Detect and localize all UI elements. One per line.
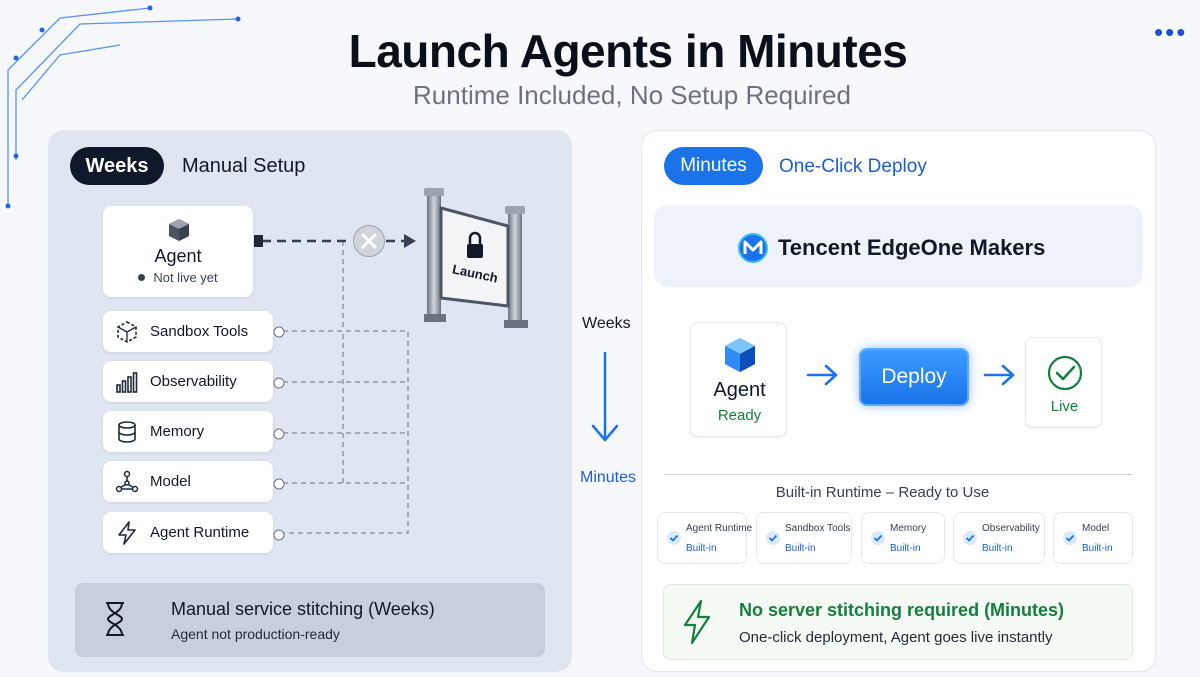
check-icon	[667, 531, 681, 545]
blocked-icon	[353, 225, 385, 257]
lightning-icon	[683, 599, 711, 645]
minutes-badge: Minutes	[664, 147, 763, 185]
status-dot-icon	[138, 274, 146, 281]
builtin-chip-sandbox-tools: Sandbox Tools Built-in	[756, 512, 852, 564]
chip-name: Model	[1082, 523, 1110, 534]
chip-status: Built-in	[785, 543, 816, 554]
manual-summary-text: Agent not production-ready	[171, 626, 340, 642]
bar-chart-icon	[116, 372, 138, 393]
weeks-label: Weeks	[582, 315, 631, 332]
chip-status: Built-in	[890, 543, 921, 554]
chip-status: Built-in	[686, 543, 717, 554]
builtin-runtime-title: Built-in Runtime – Ready to Use	[775, 484, 990, 501]
tool-observability: Observability	[103, 361, 273, 402]
circuit-decoration	[5, 5, 241, 209]
tool-label: Agent Runtime	[150, 524, 250, 541]
section-divider	[664, 474, 1133, 475]
check-icon	[871, 531, 885, 545]
network-icon	[115, 470, 139, 493]
check-icon	[963, 531, 977, 545]
check-icon	[1063, 531, 1077, 545]
chip-status: Built-in	[1082, 543, 1113, 554]
agent-card-ready: Agent Ready	[690, 322, 787, 437]
minutes-label: Minutes	[580, 469, 637, 486]
database-icon	[118, 421, 136, 443]
more-options-icon[interactable]: •••	[1154, 17, 1188, 47]
tool-label: Sandbox Tools	[150, 323, 249, 340]
agent-card-not-live: Agent Not live yet	[103, 206, 253, 297]
chip-name: Agent Runtime	[686, 523, 753, 534]
page-subtitle: Runtime Included, No Setup Required	[413, 80, 851, 110]
cube-outline-icon	[117, 321, 137, 343]
live-label: Live	[1050, 398, 1079, 415]
chip-name: Observability	[982, 523, 1040, 534]
manual-summary-title: Manual service stitching (Weeks)	[171, 599, 435, 619]
tool-label: Model	[150, 473, 191, 490]
agent-status: Not live yet	[103, 270, 253, 285]
agent-label: Agent	[713, 379, 766, 401]
deploy-button[interactable]: Deploy	[859, 348, 969, 406]
builtin-chip-observability: Observability Built-in	[953, 512, 1045, 564]
page-title: Launch Agents in Minutes	[348, 25, 908, 77]
builtin-chip-memory: Memory Built-in	[861, 512, 945, 564]
chip-name: Memory	[890, 523, 927, 534]
one-click-summary: No server stitching required (Minutes) O…	[663, 584, 1133, 660]
manual-summary: Manual service stitching (Weeks) Agent n…	[75, 583, 545, 657]
tool-agent-runtime: Agent Runtime	[103, 512, 273, 553]
weeks-badge: Weeks	[70, 147, 164, 185]
one-click-heading: One-Click Deploy	[779, 156, 927, 177]
edgeone-logo-icon	[738, 233, 768, 263]
agent-cube-icon	[725, 338, 755, 372]
tool-memory: Memory	[103, 411, 273, 452]
builtin-chip-model: Model Built-in	[1053, 512, 1133, 564]
check-icon	[766, 531, 780, 545]
brand-banner: Tencent EdgeOne Makers	[654, 205, 1143, 287]
agent-status: Ready	[717, 407, 762, 424]
agent-label: Agent	[154, 246, 202, 266]
builtin-chip-agent-runtime: Agent Runtime Built-in	[657, 512, 752, 564]
lock-icon	[424, 188, 528, 328]
arrow-right-icon	[806, 364, 838, 386]
arrow-down-icon	[591, 352, 619, 442]
dependency-connectors	[254, 234, 416, 541]
tool-model: Model	[103, 461, 273, 502]
tool-label: Observability	[150, 373, 237, 390]
one-click-summary-text: One-click deployment, Agent goes live in…	[739, 629, 1053, 646]
one-click-summary-title: No server stitching required (Minutes)	[739, 600, 1065, 620]
chip-status: Built-in	[982, 543, 1013, 554]
lightning-icon	[118, 521, 136, 545]
tool-label: Memory	[150, 423, 205, 440]
brand-name: Tencent EdgeOne Makers	[778, 235, 1046, 260]
agent-cube-icon	[169, 219, 189, 241]
arrow-right-icon	[983, 364, 1015, 386]
check-circle-icon	[1047, 355, 1083, 391]
chip-name: Sandbox Tools	[785, 523, 851, 534]
live-status-card: Live	[1025, 337, 1102, 428]
manual-setup-heading: Manual Setup	[182, 155, 306, 177]
launch-gate: Launch	[424, 186, 528, 332]
tool-sandbox-tools: Sandbox Tools	[103, 311, 273, 352]
hourglass-icon	[106, 602, 124, 636]
